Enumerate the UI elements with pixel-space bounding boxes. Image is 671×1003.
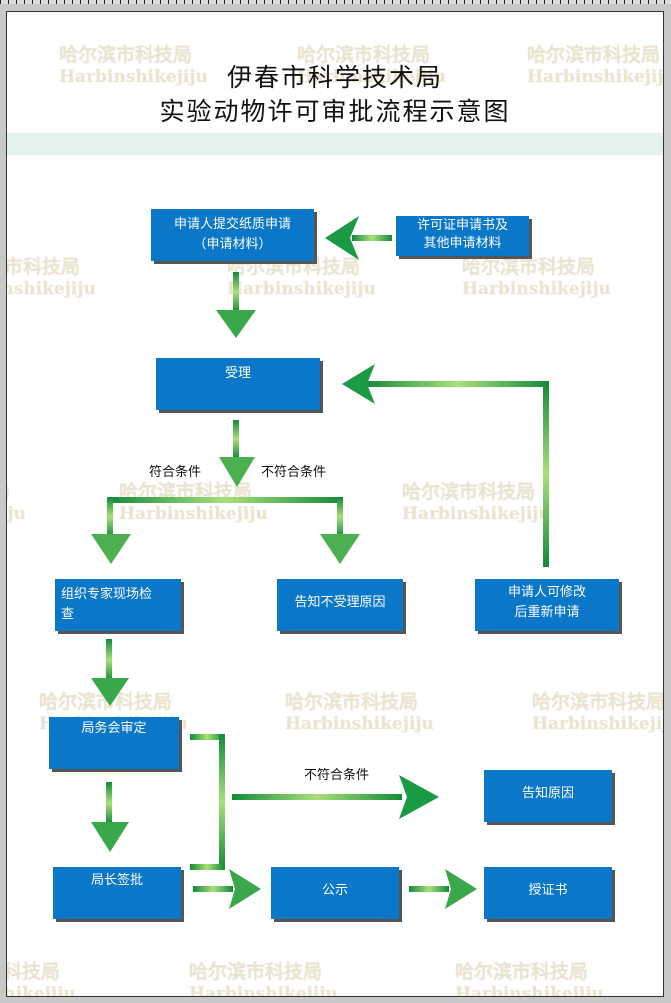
node-text: （申请材料） — [193, 237, 272, 252]
node-text: 告知不受理原因 — [294, 595, 386, 610]
bracket-committee-director — [190, 734, 225, 870]
node-text: 许可证申请书及 — [416, 218, 508, 233]
node-text: 告知原因 — [521, 786, 574, 801]
label-unqualified: 不符合条件 — [261, 465, 327, 480]
top-ruler — [0, 0, 671, 4]
node-materials: 许可证申请书及 其他申请材料 — [396, 216, 529, 256]
arrow-to-inspect — [91, 497, 131, 564]
node-submit: 申请人提交纸质申请 （申请材料） — [151, 209, 314, 261]
arrow-to-reject-notice — [320, 497, 360, 564]
node-publicize: 公示 — [271, 867, 399, 919]
node-reject-notice: 告知不受理原因 — [277, 579, 403, 631]
node-director: 局长签批 — [53, 867, 181, 919]
node-text: 申请人可修改 — [507, 585, 586, 600]
arrow-director-to-publicize — [193, 869, 261, 909]
node-inspect: 组织专家现场检 查 — [55, 579, 181, 631]
node-text: 后重新申请 — [514, 605, 580, 620]
arrow-accept-to-branch — [219, 420, 255, 487]
node-certificate: 授证书 — [484, 867, 612, 919]
title-line-2: 实验动物许可审批流程示意图 — [159, 97, 511, 126]
flow-arrows — [91, 216, 549, 909]
node-text: 局长签批 — [90, 873, 143, 888]
label-qualified: 符合条件 — [149, 465, 202, 480]
arrow-materials-to-submit — [325, 216, 392, 260]
branch-line — [107, 497, 343, 503]
arrow-publicize-to-certificate — [409, 869, 477, 909]
arrow-inspect-to-committee — [91, 639, 129, 706]
header-band — [7, 133, 663, 155]
arrow-to-notify-reason — [232, 775, 439, 819]
arrow-committee-to-director — [91, 782, 129, 852]
node-text: 局务会审定 — [81, 721, 147, 736]
node-text: 查 — [61, 607, 75, 622]
node-committee: 局务会审定 — [49, 717, 179, 769]
node-text: 申请人提交纸质申请 — [173, 217, 291, 232]
label-unqualified-2: 不符合条件 — [304, 768, 370, 783]
node-resubmit: 申请人可修改 后重新申请 — [475, 579, 619, 631]
node-notify-reason: 告知原因 — [484, 770, 612, 822]
node-text: 授证书 — [528, 883, 568, 898]
node-text: 组织专家现场检 — [61, 587, 153, 602]
arrow-submit-to-accept — [216, 272, 256, 338]
node-text: 受理 — [224, 366, 251, 381]
node-text: 其他申请材料 — [423, 236, 502, 251]
arrow-resubmit-to-accept — [342, 364, 549, 567]
title-line-1: 伊春市科学技术局 — [226, 63, 443, 92]
node-text: 公示 — [321, 883, 348, 898]
node-accept: 受理 — [156, 358, 320, 410]
